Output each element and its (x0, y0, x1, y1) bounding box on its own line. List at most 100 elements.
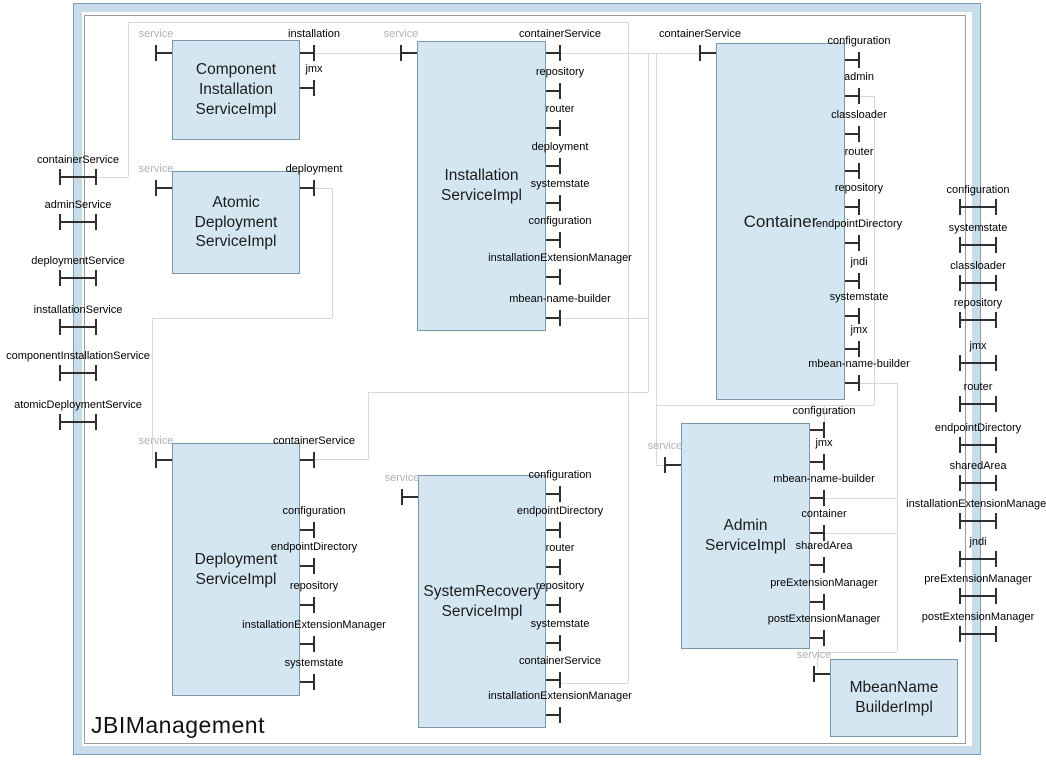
port-systemstate[interactable]: systemstate (531, 618, 589, 651)
port-tick (155, 45, 157, 61)
port-installation[interactable]: installation (288, 28, 340, 61)
port-configuration[interactable]: configuration (283, 505, 346, 538)
port-service[interactable]: service (797, 649, 831, 682)
port-label: systemstate (829, 291, 889, 303)
edge-port-jndi[interactable]: jndi (959, 536, 997, 567)
port-systemstate[interactable]: systemstate (830, 291, 888, 324)
edge-port-tick (959, 588, 961, 604)
port-tick (559, 672, 561, 688)
port-router[interactable]: router (845, 146, 873, 179)
port-service[interactable]: service (139, 28, 173, 61)
port-repository[interactable]: repository (536, 66, 584, 99)
port-repository[interactable]: repository (835, 182, 883, 215)
port-label: classloader (831, 109, 887, 121)
edge-port-tick (959, 355, 961, 371)
port-jmx[interactable]: jmx (845, 324, 868, 357)
port-label: deployment (285, 163, 343, 175)
port-mbean-name-builder[interactable]: mbean-name-builder (773, 473, 875, 506)
port-tick (559, 635, 561, 651)
edge-port-tick (95, 319, 97, 335)
port-label: mbean-name-builder (773, 473, 875, 485)
port-service[interactable]: service (384, 28, 418, 61)
edge-port-systemstate[interactable]: systemstate (949, 222, 1007, 253)
port-deployment[interactable]: deployment (286, 163, 342, 196)
port-container[interactable]: container (801, 508, 847, 541)
port-configuration[interactable]: configuration (793, 405, 856, 438)
port-installationExtensionManager[interactable]: installationExtensionManager (488, 690, 632, 723)
edge-port-sharedArea[interactable]: sharedArea (950, 460, 1006, 491)
port-endpointDirectory[interactable]: endpointDirectory (517, 505, 603, 538)
port-jmx[interactable]: jmx (300, 63, 323, 96)
edge-port-label: installationExtensionManager (906, 498, 1046, 510)
port-jmx[interactable]: jmx (810, 437, 833, 470)
port-installationExtensionManager[interactable]: installationExtensionManager (242, 619, 386, 652)
port-repository[interactable]: repository (290, 580, 338, 613)
port-admin[interactable]: admin (844, 71, 874, 104)
port-preExtensionManager[interactable]: preExtensionManager (770, 577, 878, 610)
edge-port-classloader[interactable]: classloader (950, 260, 1006, 291)
port-sharedArea[interactable]: sharedArea (796, 540, 852, 573)
port-containerService[interactable]: containerService (659, 28, 741, 61)
connector-line (817, 652, 818, 668)
edge-port-endpointDirectory[interactable]: endpointDirectory (935, 422, 1021, 453)
port-tick (559, 269, 561, 285)
port-configuration[interactable]: configuration (529, 215, 592, 248)
port-endpointDirectory[interactable]: endpointDirectory (816, 218, 902, 251)
port-router[interactable]: router (546, 103, 574, 136)
port-containerService[interactable]: containerService (519, 28, 601, 61)
port-service[interactable]: service (385, 472, 419, 505)
port-service[interactable]: service (139, 435, 173, 468)
port-postExtensionManager[interactable]: postExtensionManager (768, 613, 880, 646)
edge-port-repository[interactable]: repository (954, 297, 1002, 328)
port-deployment[interactable]: deployment (532, 141, 588, 174)
port-service[interactable]: service (648, 440, 682, 473)
port-endpointDirectory[interactable]: endpointDirectory (271, 541, 357, 574)
port-label: repository (535, 580, 585, 592)
edge-port-deploymentService[interactable]: deploymentService (31, 255, 125, 286)
port-configuration[interactable]: configuration (828, 35, 891, 68)
node-container[interactable]: Container (716, 43, 845, 400)
port-jndi[interactable]: jndi (845, 256, 868, 289)
port-label: sharedArea (795, 540, 853, 552)
port-containerService[interactable]: containerService (273, 435, 355, 468)
port-router[interactable]: router (546, 542, 574, 575)
edge-port-preExtensionManager[interactable]: preExtensionManager (924, 573, 1032, 604)
connector-line (128, 22, 129, 177)
edge-port-containerService[interactable]: containerService (37, 154, 119, 185)
edge-port-jmx[interactable]: jmx (959, 340, 997, 371)
port-tick (858, 126, 860, 142)
edge-port-tick (995, 588, 997, 604)
port-label: service (138, 435, 174, 447)
port-configuration[interactable]: configuration (529, 469, 592, 502)
port-service[interactable]: service (139, 163, 173, 196)
port-containerService[interactable]: containerService (519, 655, 601, 688)
port-tick (313, 522, 315, 538)
port-installationExtensionManager[interactable]: installationExtensionManager (488, 252, 632, 285)
port-classloader[interactable]: classloader (831, 109, 887, 142)
port-systemstate[interactable]: systemstate (285, 657, 343, 690)
edge-port-tick (59, 319, 61, 335)
edge-port-installationExtensionManager[interactable]: installationExtensionManager (906, 498, 1046, 529)
edge-port-postExtensionManager[interactable]: postExtensionManager (922, 611, 1034, 642)
port-label: endpointDirectory (815, 218, 903, 230)
edge-port-configuration[interactable]: configuration (947, 184, 1010, 215)
port-label: installation (288, 28, 340, 40)
port-repository[interactable]: repository (536, 580, 584, 613)
edge-port-installationService[interactable]: installationService (34, 304, 122, 335)
component-title-line: MbeanName (849, 679, 939, 697)
edge-port-router[interactable]: router (959, 381, 997, 412)
edge-port-componentInstallationService[interactable]: componentInstallationService (6, 350, 150, 381)
edge-port-adminService[interactable]: adminService (45, 199, 111, 230)
port-mbean-name-builder[interactable]: mbean-name-builder (808, 358, 910, 391)
port-label: systemstate (284, 657, 344, 669)
port-mbean-name-builder[interactable]: mbean-name-builder (509, 293, 611, 326)
edge-port-atomicDeploymentService[interactable]: atomicDeploymentService (14, 399, 142, 430)
port-systemstate[interactable]: systemstate (531, 178, 589, 211)
